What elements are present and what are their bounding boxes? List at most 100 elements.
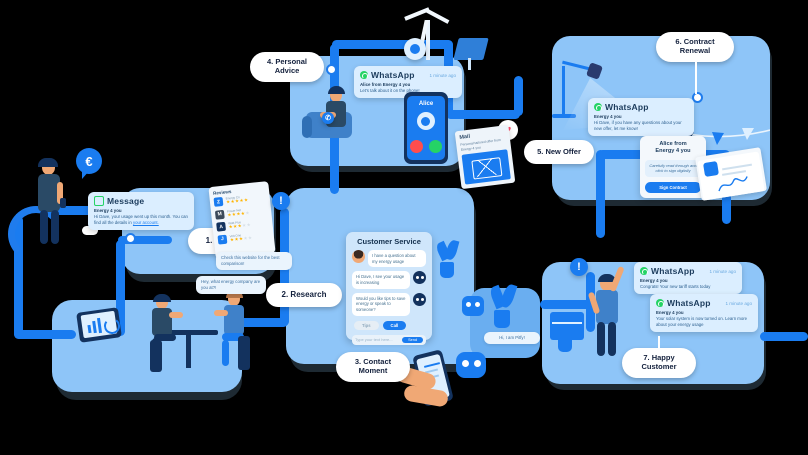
bubble-which: Hey, what energy company are you at?! [196, 276, 266, 295]
call-button[interactable]: Call [382, 320, 407, 330]
whatsapp-advice-title: WhatsApp [371, 70, 415, 80]
cabinet-line [552, 322, 582, 324]
mail-card[interactable]: Mail Personal tailored offer from Energy… [454, 124, 516, 190]
pipe-left-top [44, 206, 104, 215]
cs-input-row[interactable]: Type your text here... Send [352, 334, 426, 345]
step-dot-advice [326, 64, 337, 75]
euro-glyph: € [85, 153, 93, 169]
bubble-compare: Check this website for the best comparis… [216, 252, 292, 271]
whatsapp-happy-2-sender: Energy 4 you [656, 310, 684, 315]
whatsapp-renewal-title: WhatsApp [605, 102, 649, 112]
step-dot-renewal [692, 92, 703, 103]
step-connector-happy [658, 336, 660, 350]
whatsapp-happy-1-title: WhatsApp [651, 266, 695, 276]
chat-badge-icon: ✆ [322, 112, 334, 124]
avatar-badge [404, 38, 426, 60]
card-message[interactable]: Message Energy 4 you Hi Dave, your usage… [88, 192, 194, 230]
pipe-to-offer [446, 110, 520, 119]
cs-message-row: I have a question about my energy usage [346, 250, 432, 268]
whatsapp-happy-2-timestamp: 1 minute ago [725, 300, 752, 306]
card-whatsapp-happy-1[interactable]: WhatsApp 1 minute ago Energy 4 you Congr… [634, 262, 742, 294]
whatsapp-advice-body: Let's talk about it on the phone! [360, 88, 420, 93]
solar-panel-pole [468, 58, 471, 70]
send-button[interactable]: Send [402, 336, 423, 343]
stool-right [238, 336, 250, 370]
caller-name: Alice [418, 101, 434, 107]
decline-call-button[interactable] [410, 140, 423, 153]
robot-eye-right [475, 302, 480, 307]
review-stars: ★★★★★ [227, 209, 251, 218]
step-dot-awareness [125, 233, 136, 244]
reviews-card[interactable]: Reviews Z Energy Co ★★★★★ M Power Net ★★… [208, 181, 276, 259]
contract-body: Carefully read through and click to sign… [645, 159, 701, 177]
step-label-new-offer: 5. New Offer [537, 146, 581, 156]
whatsapp-advice-timestamp: 1 minute ago [429, 72, 456, 78]
customer-service-title: Customer Service [357, 237, 421, 246]
cs-quick-actions: Tips Call [346, 316, 432, 330]
robot-body-icon [462, 296, 484, 316]
card-whatsapp-happy-2[interactable]: WhatsApp 1 minute ago Energy 4 you Your … [650, 294, 758, 332]
pipe-happy-in [540, 300, 596, 309]
step-label-research: 2. Research [281, 290, 327, 300]
step-pill-new-offer[interactable]: 5. New Offer [524, 140, 594, 164]
whatsapp-happy-1-body: Congrats! Your new tariff starts today [640, 284, 711, 289]
caller-avatar-head [421, 117, 430, 126]
cs-message-row: Would you like tips to save energy or sp… [346, 292, 432, 316]
whatsapp-happy-2-title: WhatsApp [667, 298, 711, 308]
bot-avatar-icon [413, 271, 426, 285]
tips-button[interactable]: Tips [354, 320, 379, 330]
bot-avatar-icon [413, 292, 426, 306]
dog-decoration [82, 226, 98, 235]
signature-icon [718, 176, 748, 192]
card-whatsapp-renewal[interactable]: WhatsApp Energy 4 you Hi Dave, if you ha… [588, 98, 694, 136]
step-pill-research[interactable]: 2. Research [266, 283, 342, 307]
whatsapp-happy-1-sender: Energy 4 you [640, 278, 668, 283]
table-top [160, 330, 218, 335]
pipe-advice-top [332, 40, 452, 49]
windmill-pole [426, 20, 430, 60]
whatsapp-renewal-sender: Energy 4 you [594, 114, 622, 119]
bubble-bot: Hi, I am Pitfy! [484, 332, 540, 345]
accept-call-button[interactable] [429, 140, 442, 153]
review-stars: ★★★★★ [229, 234, 253, 243]
whatsapp-happy-2-body: Your solar system is now turned on. Lear… [656, 316, 748, 327]
message-card-body: Hi Dave, your usage went up this month. … [94, 214, 188, 225]
bot-eye-right [474, 360, 481, 367]
pipe-renewal-left [596, 150, 605, 238]
info-badge-research: ! [272, 192, 290, 210]
pipe-awareness-research [116, 240, 125, 336]
pipe-offer-up [514, 76, 523, 116]
whatsapp-icon [360, 71, 368, 79]
lamp-stand [562, 66, 565, 118]
customer-service-panel[interactable]: Customer Service I have a question about… [346, 232, 432, 345]
stool-left [150, 340, 162, 372]
whatsapp-advice-sender: Alice from Energy 4 you [360, 82, 411, 87]
pipe-left-vertical [14, 216, 23, 338]
cs-input-placeholder: Type your text here... [355, 337, 393, 343]
cs-message-customer: I have a question about my energy usage [368, 250, 426, 268]
pipe-happy-out [760, 332, 808, 341]
couch-arm [302, 116, 312, 138]
pipe-left-elbow [8, 206, 64, 262]
envelope-icon [461, 149, 511, 185]
message-card-link[interactable]: your account. [132, 219, 159, 225]
sign-contract-button[interactable]: Sign Contract [645, 181, 701, 193]
whatsapp-icon [656, 299, 664, 307]
whatsapp-icon [594, 103, 602, 111]
card-whatsapp-advice[interactable]: WhatsApp 1 minute ago Alice from Energy … [354, 66, 462, 98]
whatsapp-happy-1-timestamp: 1 minute ago [709, 268, 736, 274]
pipe-awareness-stub [118, 236, 172, 244]
pipe-contact-in [230, 318, 288, 327]
pipe-left-bottom [14, 330, 76, 339]
